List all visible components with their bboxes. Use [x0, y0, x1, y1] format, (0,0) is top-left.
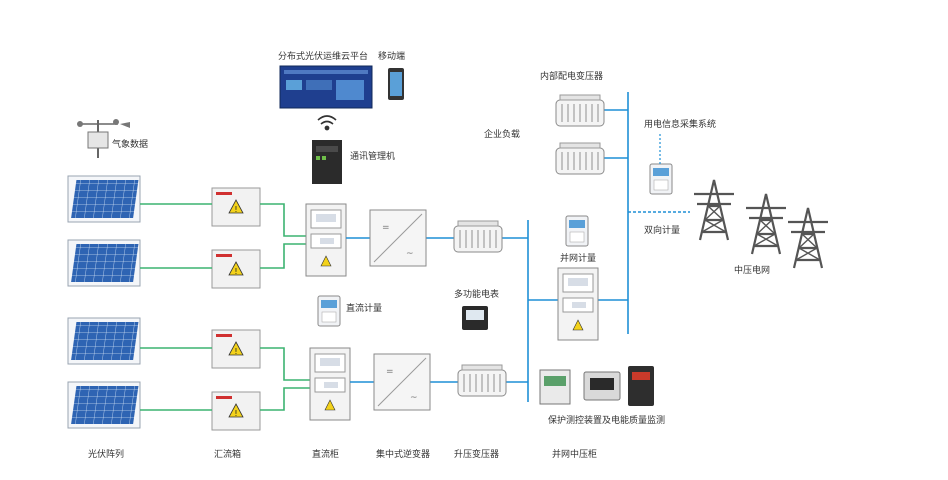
- label-dc-metering: 直流计量: [346, 304, 383, 314]
- grid-meter-icon: [565, 215, 589, 247]
- internal-transformer-1: [555, 94, 605, 127]
- transmission-tower-1: [692, 178, 736, 242]
- pv-panel-3: [67, 317, 141, 365]
- combiner-box-2: [211, 249, 261, 289]
- cloud-platform-screen: [279, 65, 373, 109]
- dc-cabinet-1: [305, 203, 347, 277]
- label-enterprise-load: 企业负载: [484, 130, 521, 140]
- label-central-inverter: 集中式逆变器: [376, 450, 431, 460]
- central-inverter-1: [369, 209, 427, 267]
- dc-cabinet-2: [309, 347, 351, 421]
- label-medium-voltage-grid: 中压电网: [734, 266, 771, 276]
- label-mobile: 移动端: [378, 52, 406, 62]
- central-inverter-2: [373, 353, 431, 411]
- label-grid-mv-cabinet: 并网中压柜: [552, 450, 598, 460]
- label-pv-array: 光伏阵列: [88, 450, 125, 460]
- weather-station-icon: [77, 119, 130, 158]
- internal-transformer-2: [555, 142, 605, 175]
- ac-bus: [346, 92, 690, 402]
- label-comm-manager: 通讯管理机: [350, 152, 396, 162]
- comm-manager-icon: [312, 140, 342, 184]
- mobile-phone-icon: [388, 68, 404, 100]
- pv-panel-4: [67, 381, 141, 429]
- step-up-transformer-1: [453, 220, 503, 253]
- transmission-tower-2: [744, 192, 788, 256]
- pv-panel-1: [67, 175, 141, 223]
- label-cloud-platform: 分布式光伏运维云平台: [278, 52, 369, 62]
- label-combiner-box: 汇流箱: [214, 450, 242, 460]
- combiner-box-4: [211, 391, 261, 431]
- step-up-transformer-2: [457, 364, 507, 397]
- pv-panel-2: [67, 239, 141, 287]
- combiner-box-3: [211, 329, 261, 369]
- label-bidirectional-metering: 双向计量: [644, 226, 681, 236]
- label-protection: 保护测控装置及电能质量监测: [548, 416, 666, 426]
- dc-meter-icon: [317, 295, 341, 327]
- label-internal-transformer: 内部配电变压器: [540, 72, 604, 82]
- bidirectional-meter-icon: [649, 163, 673, 195]
- grid-mv-cabinet: [557, 267, 599, 341]
- label-weather: 气象数据: [112, 140, 149, 150]
- combiner-box-1: [211, 187, 261, 227]
- label-grid-metering: 并网计量: [560, 254, 597, 264]
- pv-cabling: [140, 203, 310, 411]
- label-multifunction-meter: 多功能电表: [454, 290, 500, 300]
- transmission-tower-3: [786, 206, 830, 270]
- protection-devices-icon: [539, 366, 654, 406]
- multifunction-meter-icon: [462, 306, 488, 330]
- label-step-up-transformer: 升压变压器: [454, 450, 500, 460]
- wifi-icon: [317, 115, 337, 131]
- label-dc-cabinet: 直流柜: [312, 450, 340, 460]
- label-energy-collection: 用电信息采集系统: [644, 120, 717, 130]
